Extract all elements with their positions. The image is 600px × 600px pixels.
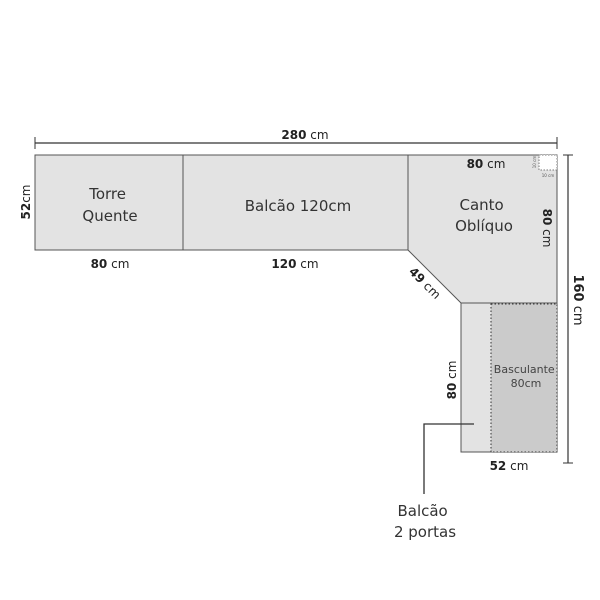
basculante-module [490, 303, 558, 453]
corner-b-label: 10 cm [542, 173, 555, 178]
depth-left-label: 52cm [19, 185, 33, 220]
canto-side-label: 80 cm [540, 209, 554, 248]
balcao-width-label: 120 cm [271, 257, 318, 271]
total-height-dimension: 160 cm [563, 154, 585, 464]
total-width-dimension: 280 cm [34, 128, 558, 149]
svg-text:280 cm: 280 cm [281, 128, 328, 142]
balcao-120-module [182, 154, 409, 251]
leader-line [423, 423, 474, 494]
canto-top-label: 80 cm [467, 157, 506, 171]
torre-width-label: 80 cm [91, 257, 130, 271]
torre-quente-module [34, 154, 184, 251]
svg-text:160 cm: 160 cm [570, 274, 585, 325]
corner-gap [538, 154, 558, 171]
torre-quente-label: Torre Quente [82, 185, 137, 225]
lower-height-label: 80 cm [445, 361, 459, 400]
canto-label: Canto Oblíquo [455, 196, 513, 235]
corner-a-label: 10 cm [532, 156, 537, 169]
basculante-label: Basculante 80cm [494, 363, 558, 390]
balcao-120-label: Balcão 120cm [245, 197, 352, 215]
lower-width-label: 52 cm [490, 459, 529, 473]
balcao-2-portas-label: Balcão 2 portas [394, 502, 456, 541]
